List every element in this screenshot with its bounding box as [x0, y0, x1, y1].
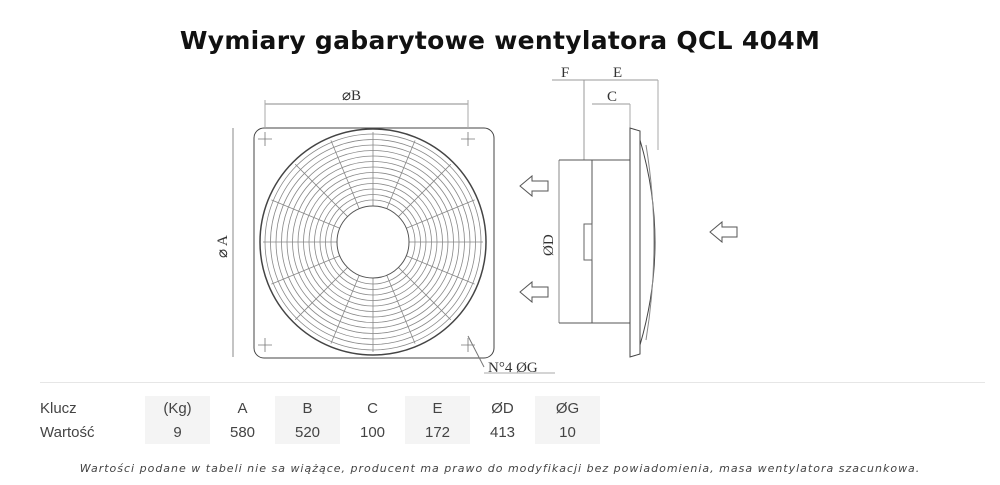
table-cell: C [367, 399, 378, 417]
mounting-hole-mark [461, 132, 475, 146]
front-view [232, 100, 555, 374]
fan-dimension-drawing: ⌀B ⌀ A ØD F E C N°4 ØG [215, 65, 738, 376]
grille-spoke [330, 275, 360, 344]
holes-label: N°4 ØG [488, 360, 538, 376]
disclaimer-note: Wartości podane w tabeli nie sa wiążące,… [79, 462, 921, 475]
table-cell: 10 [535, 420, 600, 444]
dim-label-e: E [613, 65, 622, 81]
dimensions-table: Klucz (Kg) A B C E ØD ØG Wartość 9 580 5… [40, 396, 600, 444]
table-cell: 580 [229, 423, 256, 441]
grille-spoke [294, 163, 348, 217]
row-label: Klucz [40, 399, 77, 417]
divider [40, 382, 985, 383]
grille-spoke [398, 163, 452, 217]
table-cell: ØD [491, 399, 514, 417]
dim-label-c: C [607, 89, 617, 105]
dim-label-d: ØD [541, 234, 557, 256]
grille-spoke [294, 267, 348, 321]
table-cell: 100 [359, 423, 386, 441]
table-row-keys: Klucz (Kg) A B C E ØD ØG [40, 396, 600, 420]
airflow-arrows [519, 174, 738, 304]
table-cell: 9 [145, 420, 210, 444]
table-cell: 172 [405, 420, 470, 444]
grille-spoke [386, 275, 416, 344]
mounting-hole-mark [258, 132, 272, 146]
table-cell: 413 [489, 423, 516, 441]
table-cell: A [237, 399, 248, 417]
grille-spoke [330, 140, 360, 209]
table-cell: ØG [535, 396, 600, 420]
row-label: Wartość [40, 423, 95, 441]
grille-spoke [406, 199, 475, 229]
grille-spoke [398, 267, 452, 321]
table-cell: B [275, 396, 340, 420]
table-row-values: Wartość 9 580 520 100 172 413 10 [40, 420, 600, 444]
side-view [552, 79, 659, 358]
grille-spoke [386, 140, 416, 209]
dim-label-f: F [561, 65, 569, 81]
dim-label-b: ⌀B [342, 88, 361, 104]
grille-spoke [406, 255, 475, 285]
table-cell: 520 [275, 420, 340, 444]
grille-spoke [271, 255, 340, 285]
table-cell: E [405, 396, 470, 420]
grille-spoke [271, 199, 340, 229]
dim-label-a: ⌀ A [215, 235, 231, 258]
page-title: Wymiary gabarytowe wentylatora QCL 404M [179, 26, 821, 55]
mounting-hole-mark [258, 338, 272, 352]
table-cell: (Kg) [145, 396, 210, 420]
